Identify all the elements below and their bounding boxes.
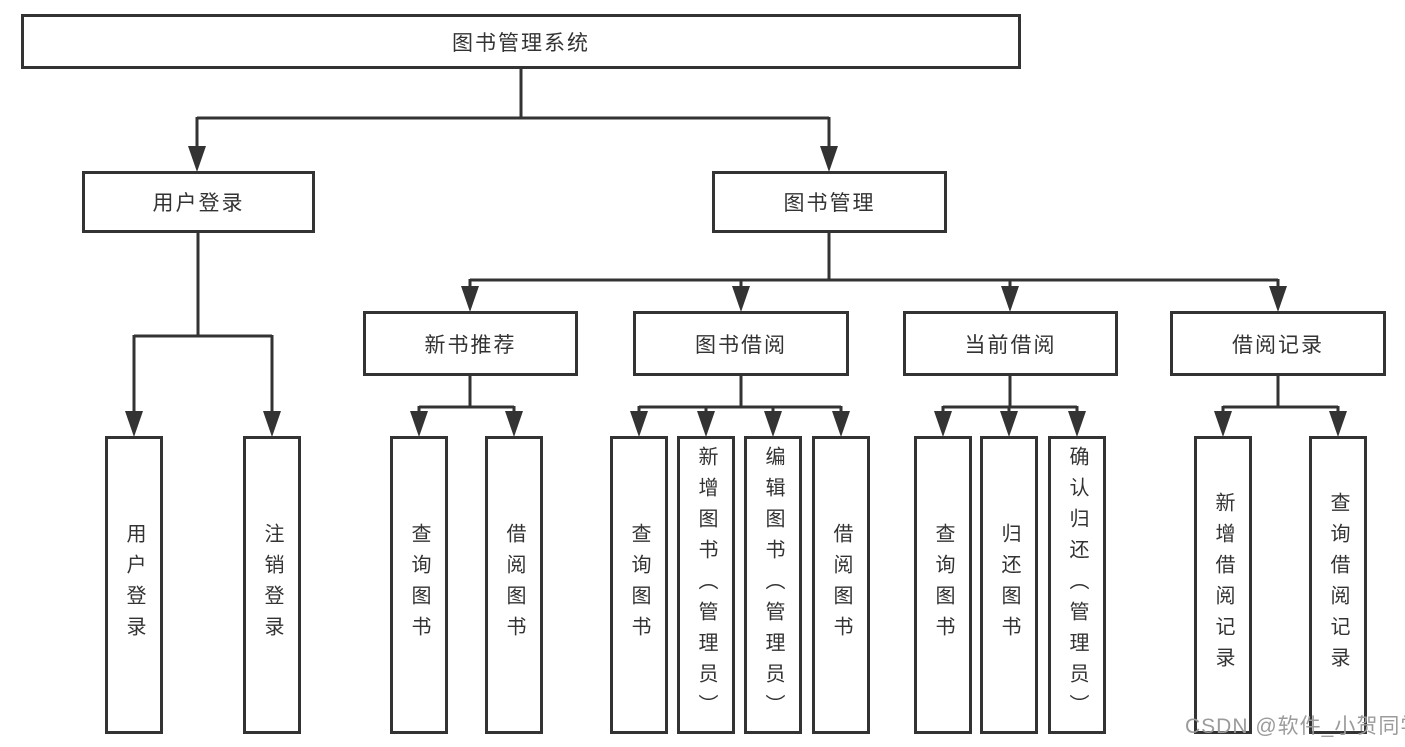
node-library-system: 图书管理系统: [21, 14, 1021, 69]
node-query-books: 查询图书: [610, 436, 668, 734]
node-borrowing-records: 借阅记录: [1170, 311, 1386, 376]
node-label: 当前借阅: [964, 333, 1057, 357]
node-label: 用户登录: [152, 192, 245, 215]
node-user-login: 用户登录: [82, 171, 315, 233]
node-label: 归还图书: [998, 523, 1020, 647]
node-label: 查询借阅记录: [1327, 492, 1349, 678]
node-user-login-action: 用户登录: [105, 436, 163, 734]
node-query-books: 查询图书: [390, 436, 448, 734]
node-book-borrowing: 图书借阅: [633, 311, 849, 376]
node-query-books: 查询图书: [914, 436, 972, 734]
node-label: 查询图书: [628, 523, 650, 647]
node-label: 图书管理: [783, 192, 876, 215]
node-new-book-recommend: 新书推荐: [363, 311, 578, 376]
node-return-book: 归还图书: [980, 436, 1038, 734]
node-current-borrowing: 当前借阅: [903, 311, 1118, 376]
node-label: 注销登录: [261, 523, 283, 647]
csdn-watermark: CSDN @软件_小贺同学: [1185, 715, 1405, 738]
node-query-borrow-record: 查询借阅记录: [1309, 436, 1367, 734]
node-label: 借阅图书: [503, 523, 525, 647]
node-borrow-books: 借阅图书: [812, 436, 870, 734]
node-add-borrow-record: 新增借阅记录: [1194, 436, 1252, 734]
node-edit-book-admin: 编辑图书（管理员）: [744, 436, 802, 734]
node-confirm-return-admin: 确认归还（管理员）: [1048, 436, 1106, 734]
node-label: 新书推荐: [424, 333, 517, 357]
node-label: 查询图书: [408, 523, 430, 647]
node-label: 借阅记录: [1232, 333, 1324, 357]
node-label: 编辑图书（管理员）: [762, 445, 784, 725]
node-borrow-books: 借阅图书: [485, 436, 543, 734]
node-label: 用户登录: [123, 523, 145, 647]
node-label: 借阅图书: [830, 523, 852, 647]
node-label: 新增借阅记录: [1212, 492, 1234, 678]
node-logout: 注销登录: [243, 436, 301, 734]
node-add-book-admin: 新增图书（管理员）: [677, 436, 735, 734]
node-label: 新增图书（管理员）: [695, 445, 717, 725]
node-book-management: 图书管理: [712, 171, 947, 233]
node-label: 图书借阅: [695, 333, 787, 357]
node-label: 查询图书: [932, 523, 954, 647]
node-label: 确认归还（管理员）: [1066, 445, 1088, 725]
node-label: 图书管理系统: [452, 31, 590, 55]
